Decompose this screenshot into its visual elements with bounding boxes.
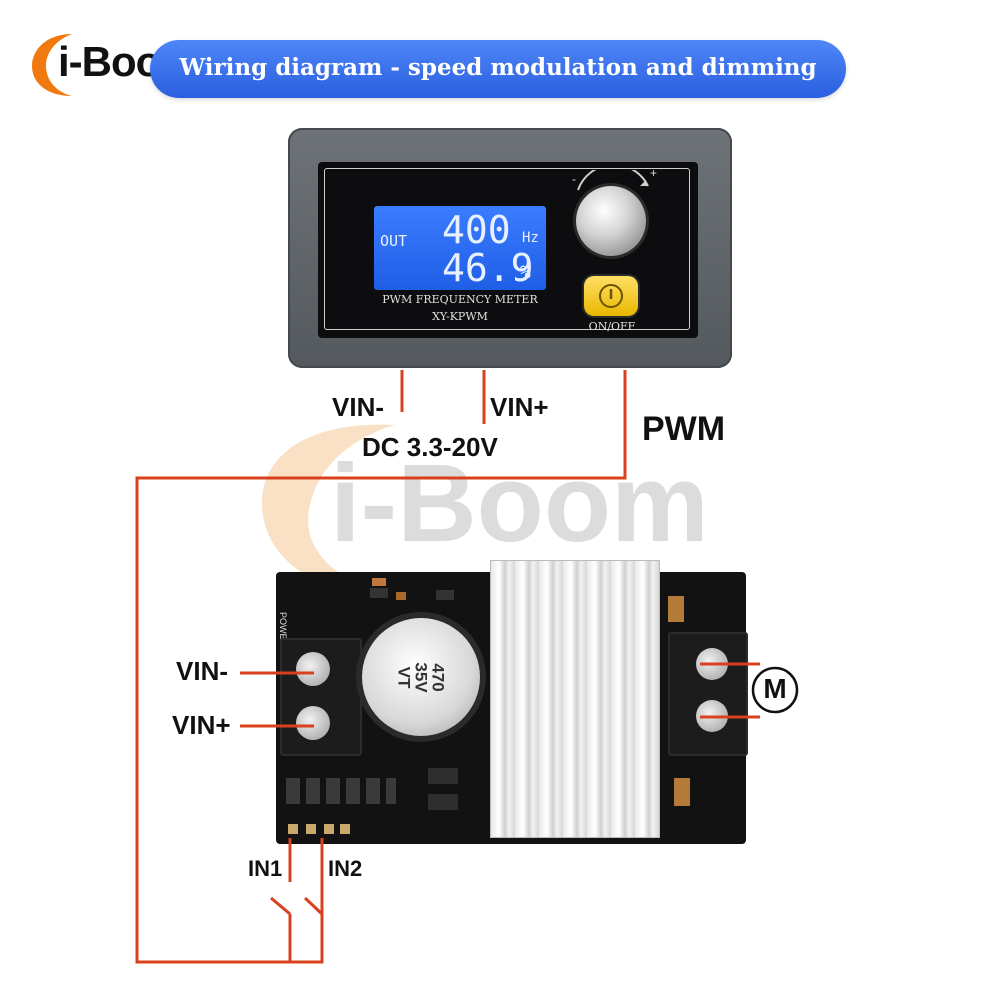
watermark-text: i-Boom bbox=[330, 442, 709, 565]
in2-label: IN2 bbox=[328, 856, 363, 881]
motor-symbol-icon bbox=[751, 666, 799, 714]
knob-plus-label: + bbox=[650, 166, 658, 180]
in2-switch bbox=[303, 896, 324, 916]
in1-switch bbox=[270, 896, 291, 916]
knob-scale-icon bbox=[577, 170, 649, 191]
heatsink bbox=[490, 560, 660, 838]
lcd-duty-unit: % bbox=[520, 262, 531, 283]
smd-component bbox=[436, 590, 454, 600]
top-vin-plus-label: VIN+ bbox=[490, 392, 549, 422]
logo-mark-icon bbox=[32, 34, 72, 96]
lcd-duty-value: 46.9 bbox=[442, 246, 534, 290]
adjustment-knob[interactable] bbox=[576, 186, 646, 256]
smd-component bbox=[396, 592, 406, 600]
lcd-out-label: OUT bbox=[380, 232, 408, 250]
face-border bbox=[324, 168, 690, 330]
controller-face-panel: OUT 400 Hz 46.9 % PWM FREQUENCY METER XY… bbox=[318, 162, 698, 338]
smd-component bbox=[372, 578, 386, 586]
board-vin-minus-label: VIN- bbox=[176, 656, 228, 686]
banner-title: Wiring diagram - speed modulation and di… bbox=[179, 54, 817, 137]
input-terminal-block bbox=[280, 638, 362, 756]
output-terminal-block bbox=[668, 632, 748, 756]
model-line-1: PWM FREQUENCY METER bbox=[382, 293, 538, 306]
supply-range-label: DC 3.3-20V bbox=[362, 432, 498, 462]
in1-label: IN1 bbox=[248, 856, 283, 881]
input-header-pin bbox=[306, 824, 316, 834]
lcd-frequency-value: 400 bbox=[442, 208, 511, 252]
motor-driver-board: POWER 470 35V VT bbox=[276, 560, 748, 844]
pwm-wire bbox=[135, 370, 627, 964]
title-banner bbox=[150, 40, 846, 98]
smd-component bbox=[428, 768, 458, 784]
board-vin-plus-label: VIN+ bbox=[172, 710, 231, 740]
pwm-controller-module: OUT 400 Hz 46.9 % PWM FREQUENCY METER XY… bbox=[288, 128, 732, 368]
power-icon bbox=[599, 284, 623, 308]
electrolytic-capacitor: 470 35V VT bbox=[362, 618, 480, 736]
pwm-label: PWM bbox=[642, 410, 726, 448]
input-header-pin bbox=[340, 824, 350, 834]
lcd-screen: OUT 400 Hz 46.9 % bbox=[374, 206, 546, 290]
terminal-screw bbox=[296, 706, 330, 740]
input-header-pin bbox=[288, 824, 298, 834]
model-line-2: XY-KPWM bbox=[432, 310, 488, 323]
knob-minus-label: - bbox=[572, 172, 576, 186]
smd-component bbox=[428, 794, 458, 810]
lcd-frequency-unit: Hz bbox=[522, 230, 539, 246]
power-button-label: ON/OFF bbox=[588, 320, 636, 333]
power-button[interactable] bbox=[584, 276, 638, 316]
smd-component bbox=[668, 596, 684, 622]
top-vin-minus-label: VIN- bbox=[332, 392, 384, 422]
terminal-screw bbox=[296, 652, 330, 686]
smd-component bbox=[674, 778, 690, 806]
watermark-swoosh bbox=[261, 424, 405, 596]
smd-component bbox=[370, 588, 388, 598]
input-header-pin bbox=[324, 824, 334, 834]
smd-resistor-row bbox=[286, 778, 396, 804]
motor-label: M bbox=[763, 673, 787, 704]
